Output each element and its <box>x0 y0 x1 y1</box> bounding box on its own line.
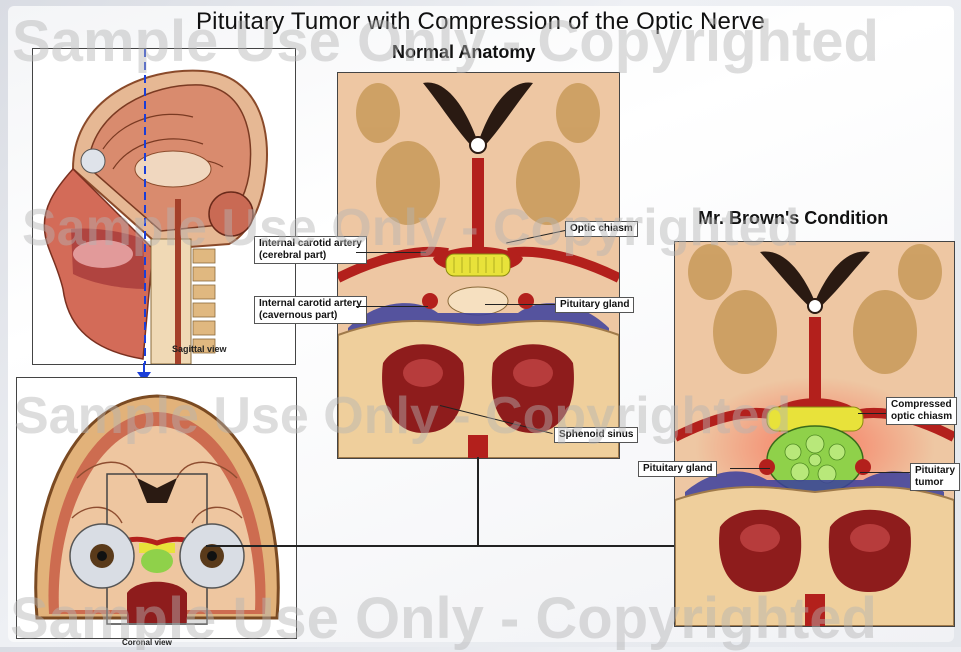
label-pituitary-gland-normal: Pituitary gland <box>555 297 634 313</box>
condition-illustration <box>675 242 954 626</box>
sagittal-view-caption: Sagittal view <box>172 344 227 354</box>
label-sphenoid-sinus: Sphenoid sinus <box>554 427 638 443</box>
coronal-view-panel <box>16 377 297 639</box>
label-ica-cerebral-line2: (cerebral part) <box>259 250 362 262</box>
leader-pituitary-gland-normal <box>485 304 555 305</box>
label-optic-chiasm: Optic chiasm <box>565 221 638 237</box>
connector-vertical <box>477 457 479 545</box>
label-ica-cavernous-line2: (cavernous part) <box>259 310 362 322</box>
coronal-head-illustration <box>17 378 296 638</box>
leader-compressed-chiasm <box>858 413 886 414</box>
label-compressed-chiasm-line1: Compressed <box>891 399 952 411</box>
label-ica-cerebral: Internal carotid artery (cerebral part) <box>254 236 367 264</box>
label-pituitary-gland-condition: Pituitary gland <box>638 461 717 477</box>
label-ica-cavernous-line1: Internal carotid artery <box>259 298 362 310</box>
label-pituitary-tumor-line2: tumor <box>915 477 955 489</box>
normal-anatomy-illustration <box>338 73 619 458</box>
leader-pituitary-gland-condition <box>730 468 770 469</box>
condition-panel <box>674 241 955 627</box>
label-ica-cerebral-line1: Internal carotid artery <box>259 238 362 250</box>
leader-pituitary-tumor <box>860 472 910 473</box>
label-compressed-chiasm-line2: optic chiasm <box>891 411 952 423</box>
label-ica-cavernous: Internal carotid artery (cavernous part) <box>254 296 367 324</box>
page-title: Pituitary Tumor with Compression of the … <box>0 8 961 36</box>
connector-horizontal <box>206 545 674 547</box>
coronal-view-caption: Coronal view <box>122 638 172 647</box>
label-compressed-chiasm: Compressed optic chiasm <box>886 397 957 425</box>
label-pituitary-tumor: Pituitary tumor <box>910 463 960 491</box>
leader-ica-cerebral <box>356 252 426 253</box>
normal-anatomy-panel <box>337 72 620 459</box>
normal-anatomy-heading: Normal Anatomy <box>392 42 535 63</box>
condition-heading: Mr. Brown's Condition <box>698 208 888 229</box>
label-pituitary-tumor-line1: Pituitary <box>915 465 955 477</box>
leader-ica-cavernous <box>356 306 428 307</box>
